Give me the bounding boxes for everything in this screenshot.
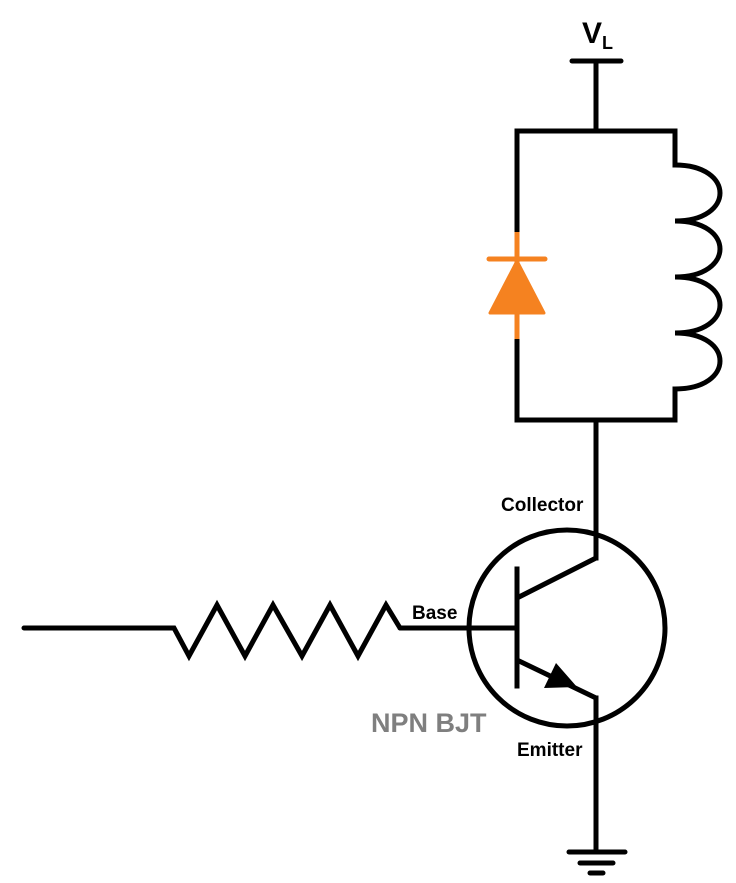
inductor-coil <box>672 162 723 392</box>
base-label: Base <box>412 603 457 624</box>
emitter-label: Emitter <box>517 740 583 761</box>
supply-label: VL <box>582 17 613 53</box>
collector-lead <box>514 555 599 601</box>
npn-transistor <box>397 527 668 853</box>
supply-terminal: VL <box>569 17 624 134</box>
diode-inductor-loop <box>514 128 678 423</box>
emitter-arrow-icon <box>544 663 577 688</box>
collector-label: Collector <box>501 495 584 516</box>
flyback-diode <box>486 232 548 339</box>
diode-triangle <box>488 259 546 315</box>
ground-symbol <box>566 849 628 876</box>
transistor-type-label: NPN BJT <box>371 708 487 738</box>
base-resistor <box>21 599 403 662</box>
